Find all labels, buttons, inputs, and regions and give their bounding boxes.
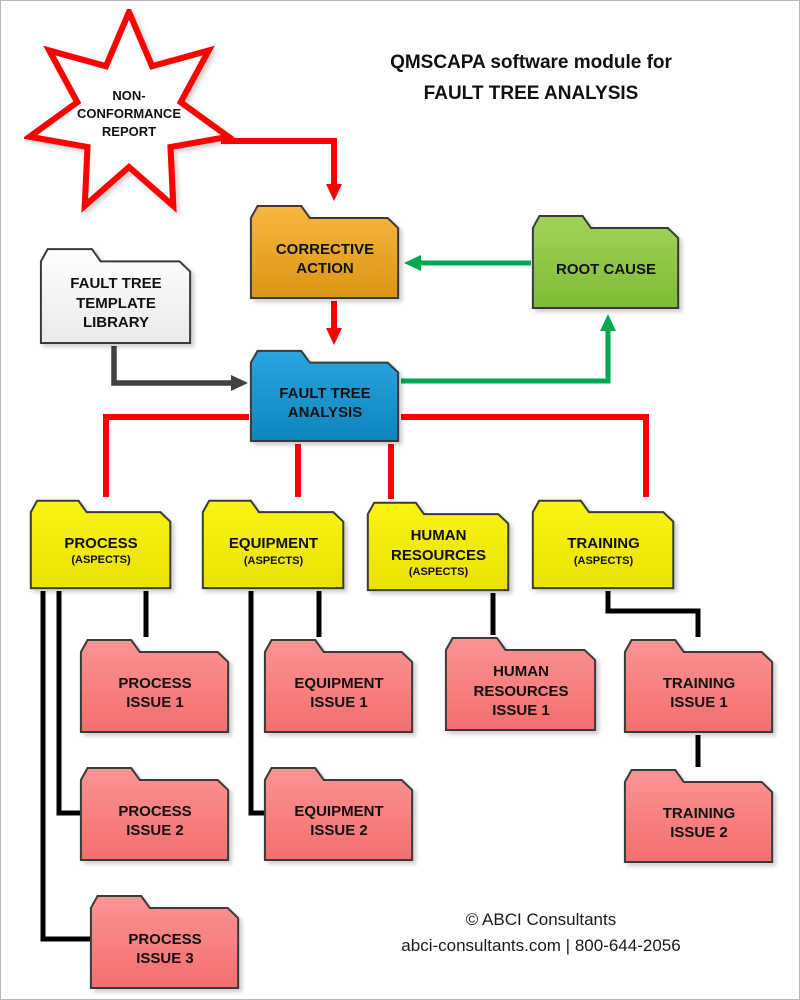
- conn-fta-to-training: [401, 414, 649, 497]
- folder-process-issue-2: PROCESS ISSUE 2: [79, 763, 231, 863]
- folder-label: ROOT CAUSE: [555, 260, 656, 278]
- folder-equipment-issue-1: EQUIPMENT ISSUE 1: [263, 635, 415, 735]
- folder-label: PROCESS ISSUE 1: [118, 674, 192, 712]
- folder-fault-tree-template-library: FAULT TREE TEMPLATE LIBRARY: [39, 244, 193, 346]
- folder-label: TRAINING ISSUE 1: [662, 674, 736, 712]
- footer: © ABCI Consultants abci-consultants.com …: [341, 907, 741, 959]
- conn-equipment-to-issue2: [248, 591, 265, 816]
- footer-copyright: © ABCI Consultants: [465, 910, 617, 929]
- conn-fta-to-process: [103, 414, 249, 497]
- folder-label: EQUIPMENT ISSUE 1: [294, 674, 384, 712]
- star-label: NON- CONFORMANCE REPORT: [77, 87, 181, 140]
- folder-label: PROCESS: [64, 534, 138, 552]
- folder-process-issue-1: PROCESS ISSUE 1: [79, 635, 231, 735]
- folder-human-resources-issue-1: HUMAN RESOURCES ISSUE 1: [444, 633, 598, 733]
- title-line-1: QMSCAPA software module for: [390, 52, 672, 73]
- conn-template-library-to-fta: [111, 346, 248, 391]
- diagram-title: QMSCAPA software module for FAULT TREE A…: [331, 47, 731, 109]
- conn-training-to-issue1: [605, 591, 701, 637]
- folder-sublabel: (ASPECTS): [243, 554, 304, 567]
- conn-process-to-issue3: [40, 591, 91, 942]
- folder-label: EQUIPMENT ISSUE 2: [294, 802, 384, 840]
- folder-label: EQUIPMENT: [228, 535, 319, 553]
- folder-process-aspects: PROCESS (ASPECTS): [29, 496, 173, 591]
- folder-label: TRAINING ISSUE 2: [662, 804, 736, 842]
- folder-corrective-action: CORRECTIVE ACTION: [249, 201, 401, 301]
- folder-label: CORRECTIVE ACTION: [275, 240, 375, 278]
- folder-training-issue-2: TRAINING ISSUE 2: [623, 765, 775, 865]
- folder-root-cause: ROOT CAUSE: [531, 211, 681, 311]
- folder-sublabel: (ASPECTS): [408, 566, 469, 579]
- footer-contact: abci-consultants.com | 800-644-2056: [401, 936, 681, 955]
- folder-training-issue-1: TRAINING ISSUE 1: [623, 635, 775, 735]
- conn-fta-to-root-cause: [401, 314, 616, 384]
- folder-equipment-aspects: EQUIPMENT (ASPECTS): [201, 496, 346, 591]
- folder-training-aspects: TRAINING (ASPECTS): [531, 496, 676, 591]
- folder-fault-tree-analysis: FAULT TREE ANALYSIS: [249, 346, 401, 444]
- folder-equipment-issue-2: EQUIPMENT ISSUE 2: [263, 763, 415, 863]
- conn-star-to-corrective-action: [221, 138, 342, 201]
- conn-process-to-issue2: [56, 591, 81, 816]
- folder-sublabel: (ASPECTS): [573, 554, 634, 567]
- folder-label: PROCESS ISSUE 3: [128, 930, 202, 968]
- star-burst-icon: [24, 9, 234, 213]
- folder-label: TRAINING: [567, 535, 640, 553]
- folder-label: PROCESS ISSUE 2: [118, 802, 192, 840]
- non-conformance-star: NON- CONFORMANCE REPORT: [24, 9, 234, 219]
- folder-human-resources-aspects: HUMAN RESOURCES (ASPECTS): [366, 498, 511, 593]
- folder-label: FAULT TREE TEMPLATE LIBRARY: [70, 275, 162, 332]
- folder-process-issue-3: PROCESS ISSUE 3: [89, 891, 241, 991]
- folder-label: HUMAN RESOURCES ISSUE 1: [473, 663, 569, 720]
- folder-label: FAULT TREE ANALYSIS: [279, 384, 371, 422]
- folder-label: HUMAN RESOURCES: [390, 527, 487, 564]
- folder-sublabel: (ASPECTS): [71, 554, 131, 567]
- title-line-2: FAULT TREE ANALYSIS: [423, 83, 639, 104]
